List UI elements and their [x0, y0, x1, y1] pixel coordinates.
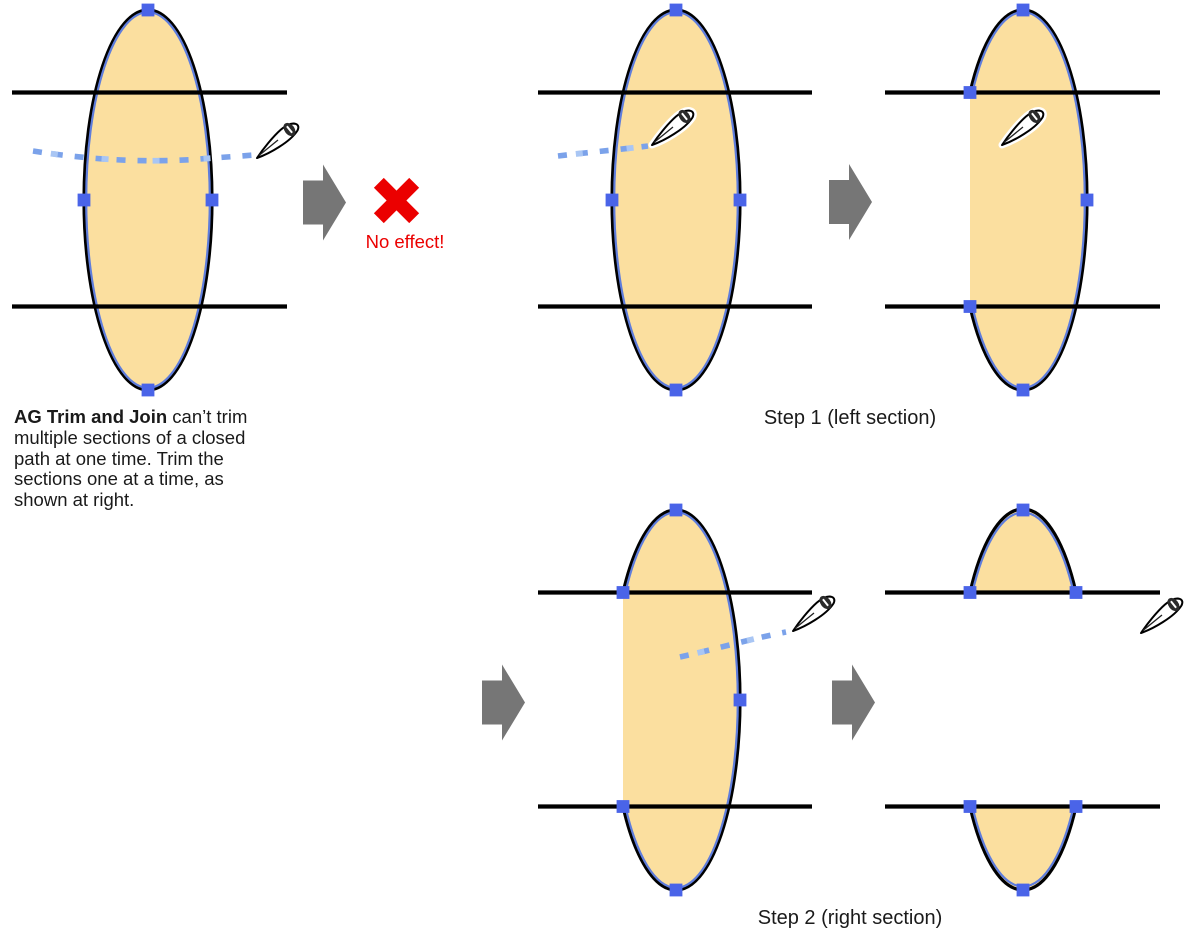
anchor-point [963, 800, 977, 813]
anchor-point [669, 383, 683, 397]
anchor-point [205, 193, 219, 207]
caption-rest: can’t trim multiple sections of a closed… [14, 406, 248, 511]
arrow-right-icon [832, 664, 875, 741]
anchor-point [669, 883, 683, 897]
anchor-point [1080, 193, 1094, 207]
panel-step1-before [538, 3, 812, 397]
anchor-point [669, 503, 683, 517]
pen-cursor-icon [257, 121, 298, 158]
caption-text: AG Trim and Join can’t trim multiple sec… [14, 406, 314, 511]
trim-gesture-dashes [557, 143, 649, 159]
anchor-point [733, 193, 747, 207]
anchor-point [1069, 800, 1083, 813]
panel-step2-after [885, 503, 1182, 897]
arrow-right-icon [482, 664, 525, 741]
panel-step2-before [538, 503, 834, 897]
anchor-point [963, 86, 977, 99]
arrow-right-icon [829, 164, 872, 240]
anchor-point [1016, 383, 1030, 397]
anchor-point [669, 3, 683, 17]
anchor-point [1016, 883, 1030, 897]
anchor-point [963, 300, 977, 313]
anchor-point [77, 193, 91, 207]
anchor-point [616, 586, 630, 599]
panel-step1-after [885, 3, 1160, 397]
panel-no-effect-attempt [12, 3, 298, 397]
anchor-point [733, 693, 747, 707]
step2-label: Step 2 (right section) [757, 907, 943, 929]
anchor-point [605, 193, 619, 207]
ellipse-shape [610, 8, 742, 392]
x-mark-icon [373, 177, 420, 224]
pen-cursor-icon [1141, 596, 1182, 633]
anchor-point [141, 3, 155, 17]
caption-bold: AG Trim and Join [14, 406, 168, 427]
pen-cursor-icon [793, 594, 834, 631]
anchor-point [141, 383, 155, 397]
anchor-point [1016, 3, 1030, 17]
no-effect-label: No effect! [365, 231, 445, 252]
trimmed-shape [968, 8, 1089, 392]
trimmed-shape [621, 508, 742, 892]
arrow-right-icon [303, 164, 346, 241]
trim-gesture-dashes [32, 148, 255, 164]
ellipse-shape [82, 8, 214, 392]
anchor-point [963, 586, 977, 599]
anchor-point [616, 800, 630, 813]
anchor-point [1069, 586, 1083, 599]
anchor-point [1016, 503, 1030, 517]
step1-label: Step 1 (left section) [763, 407, 937, 429]
